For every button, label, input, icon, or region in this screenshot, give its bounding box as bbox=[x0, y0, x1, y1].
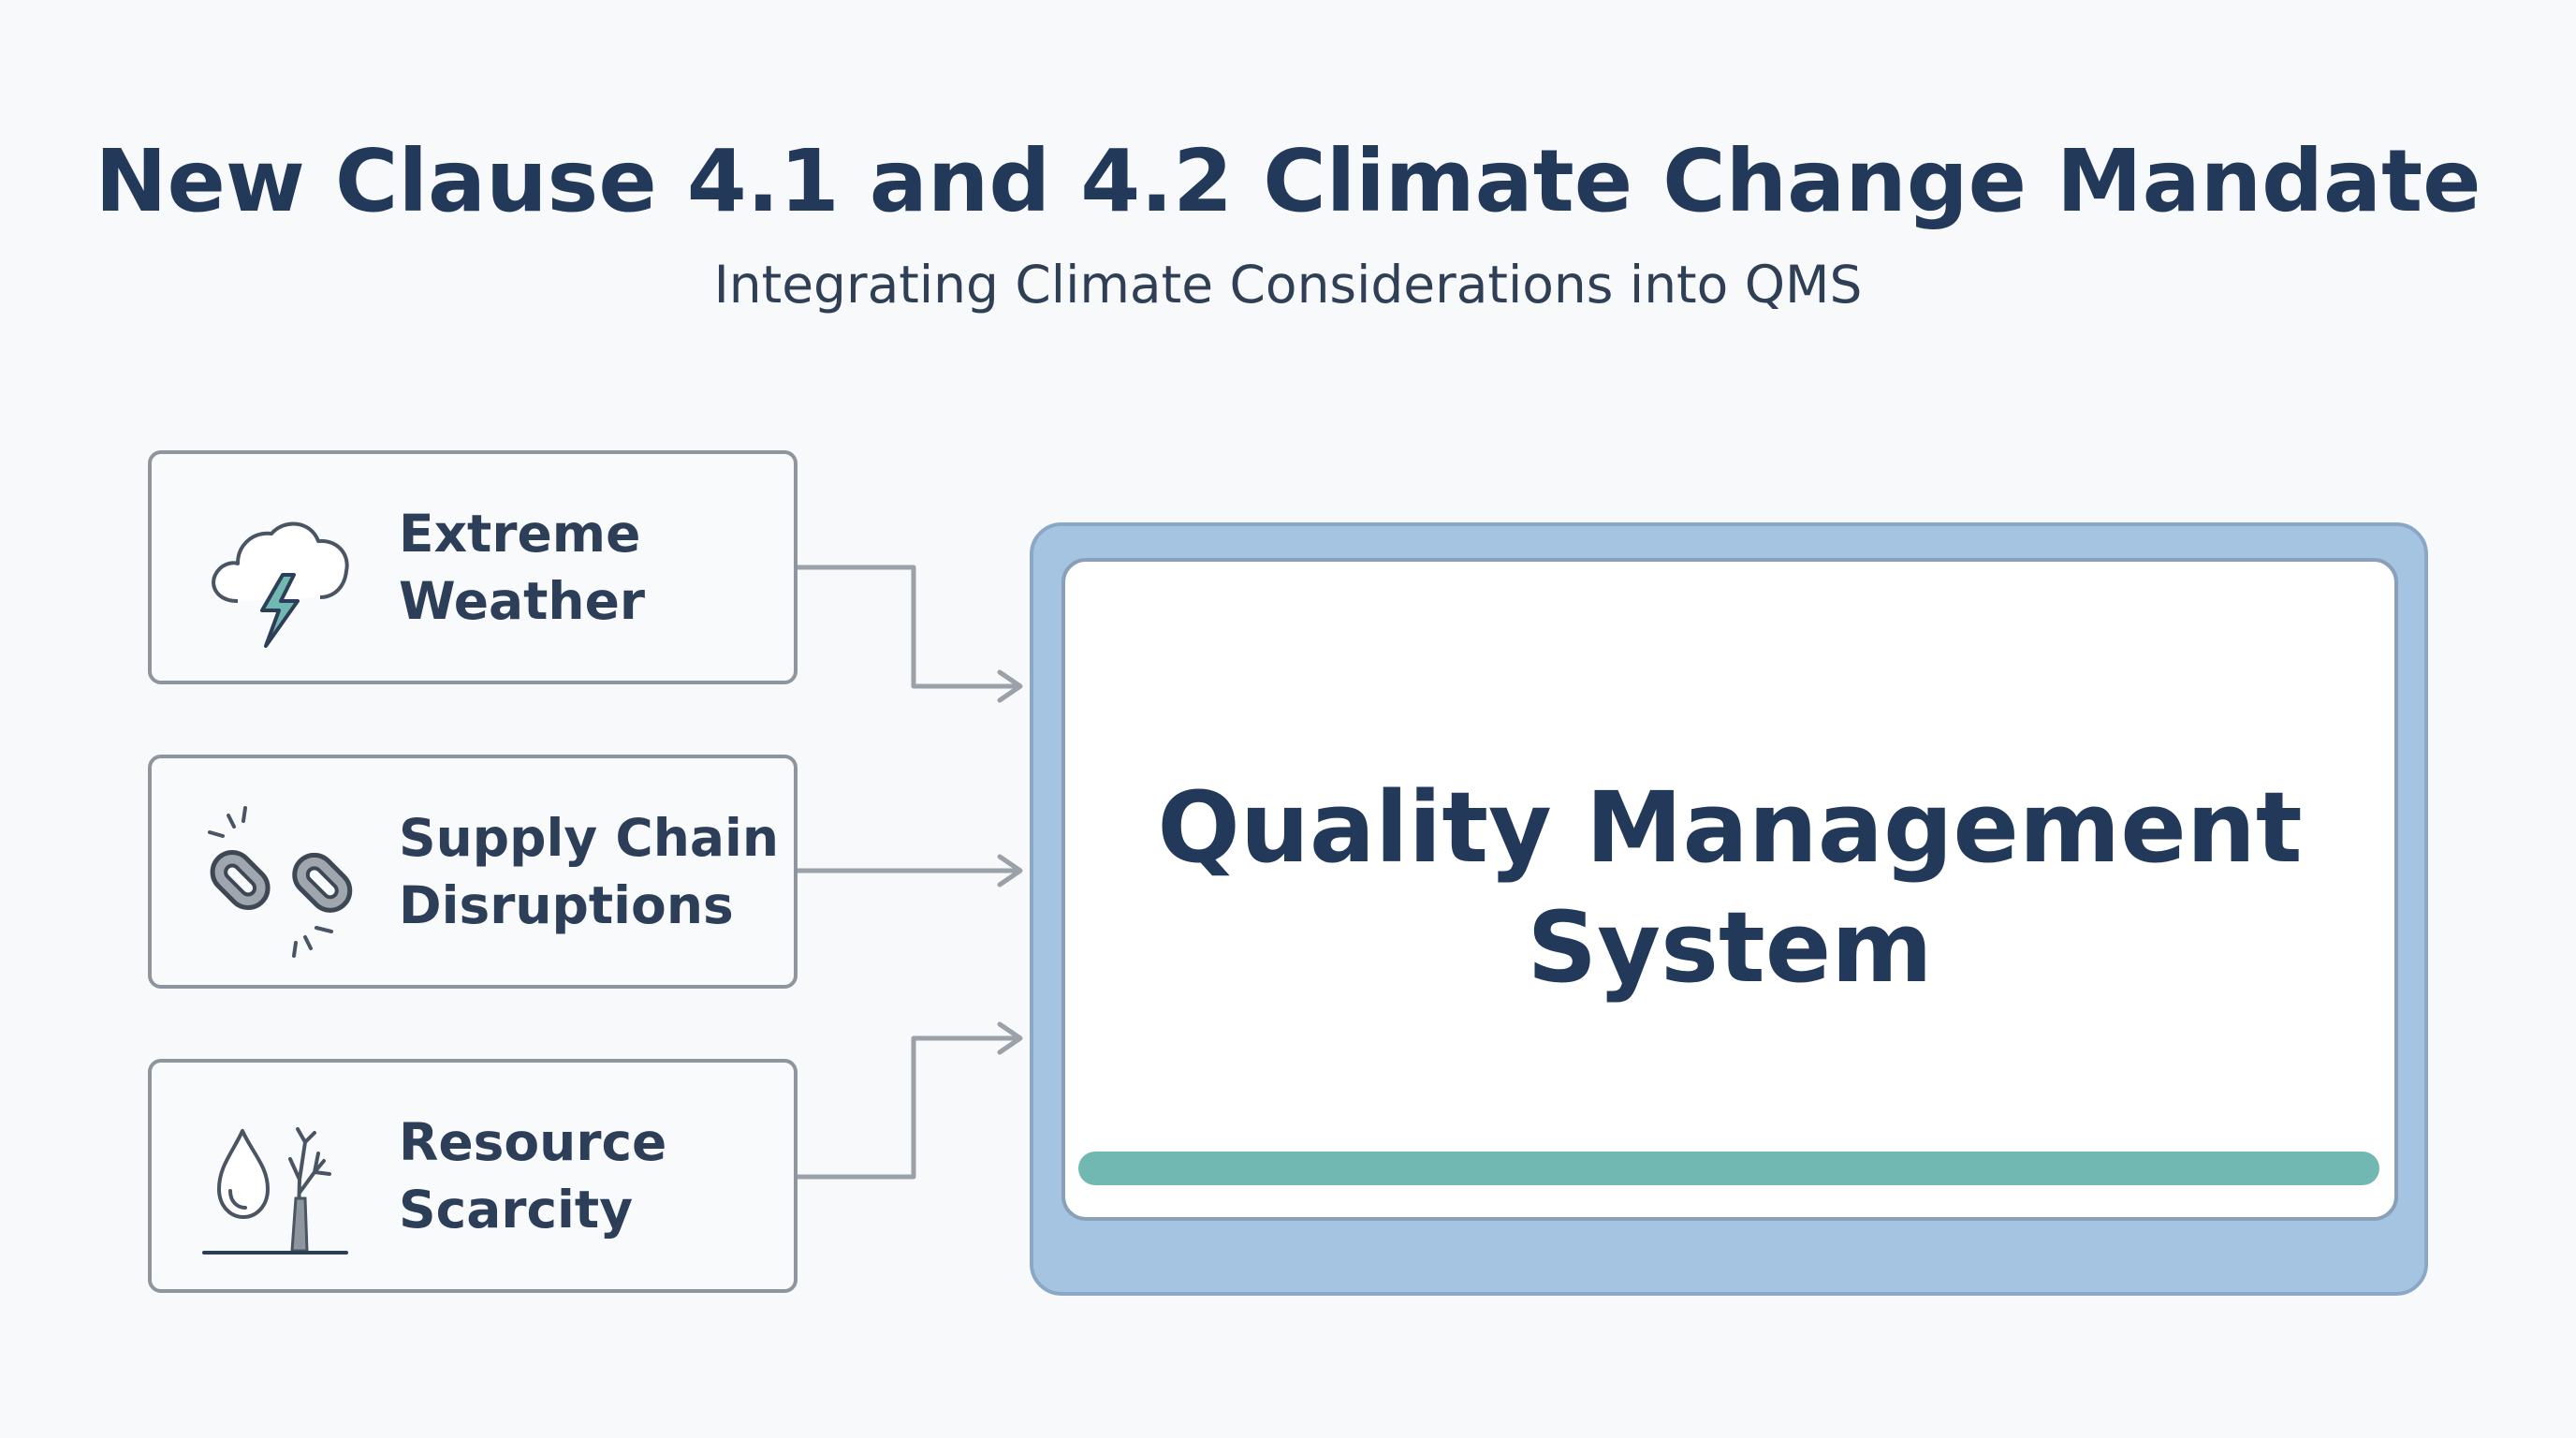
card-label: Supply Chain Disruptions bbox=[399, 758, 779, 985]
qms-title-line2: System bbox=[1527, 890, 1933, 1005]
card-label-line2: Disruptions bbox=[399, 875, 734, 935]
connector-resource-scarcity bbox=[795, 1035, 1021, 1180]
connector-extreme-weather bbox=[795, 565, 1021, 689]
input-card-supply-chain: Supply Chain Disruptions bbox=[148, 755, 798, 989]
qms-title: Quality Management System bbox=[1061, 768, 2398, 1007]
card-label-line1: Supply Chain bbox=[399, 808, 780, 868]
card-label-line2: Scarcity bbox=[399, 1180, 634, 1240]
page-title: New Clause 4.1 and 4.2 Climate Change Ma… bbox=[95, 131, 2481, 231]
card-label-line1: Extreme bbox=[399, 504, 641, 564]
broken-chain-icon bbox=[208, 806, 353, 958]
card-label-line1: Resource bbox=[399, 1112, 667, 1172]
qms-accent-bar bbox=[1078, 1152, 2379, 1185]
page-subtitle: Integrating Climate Considerations into … bbox=[713, 255, 1863, 315]
card-label: Resource Scarcity bbox=[399, 1063, 666, 1289]
arrowhead-2 bbox=[997, 854, 1023, 888]
arrowhead-1 bbox=[997, 669, 1023, 703]
input-card-resource-scarcity: Resource Scarcity bbox=[148, 1059, 798, 1293]
qms-title-line1: Quality Management bbox=[1157, 770, 2303, 885]
water-drop-bare-tree-icon bbox=[202, 1127, 348, 1255]
qms-panel bbox=[1061, 558, 2398, 1221]
input-card-extreme-weather: Extreme Weather bbox=[148, 450, 798, 684]
card-label-line2: Weather bbox=[399, 571, 645, 631]
card-label: Extreme Weather bbox=[399, 454, 645, 681]
storm-cloud-lightning-icon bbox=[212, 521, 349, 648]
arrowhead-3 bbox=[997, 1021, 1023, 1055]
